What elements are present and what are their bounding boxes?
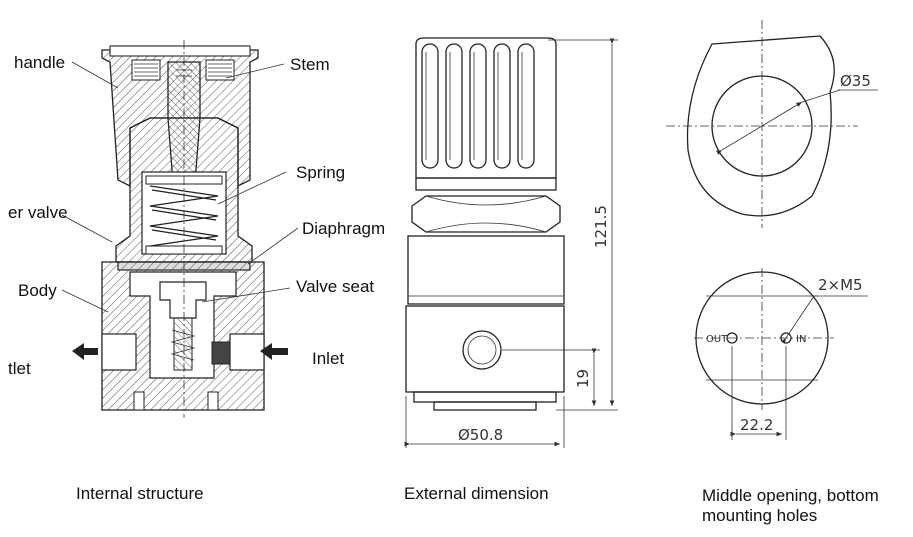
label-diaphragm: Diaphragm — [302, 219, 385, 238]
stem-thread — [131, 59, 235, 81]
base-plate — [413, 391, 557, 403]
dim-port-height: 19 — [574, 369, 592, 388]
external-view — [404, 37, 618, 448]
body-block — [405, 305, 565, 393]
label-handle: handle — [14, 53, 65, 72]
handle-top-band — [109, 45, 251, 57]
dim-opening: Ø35 — [840, 72, 871, 90]
caption-internal: Internal structure — [76, 484, 204, 503]
opening-outline — [686, 35, 835, 217]
dim-holes: 2×M5 — [818, 276, 863, 294]
hex-nut — [411, 195, 561, 233]
poppet — [173, 317, 193, 371]
inlet-arrow — [260, 343, 288, 360]
inlet-port — [229, 333, 265, 371]
outlet-arrow — [72, 343, 98, 360]
caption-external: External dimension — [404, 484, 549, 503]
label-stem: Stem — [290, 55, 330, 74]
valve-seat — [159, 281, 207, 319]
bonnet-block — [407, 235, 565, 305]
out-hole — [726, 332, 738, 344]
label-outlet: tlet — [8, 359, 31, 378]
dim-hole-spacing: 22.2 — [740, 416, 773, 434]
label-inlet: Inlet — [312, 349, 344, 368]
label-valve-seat: Valve seat — [296, 277, 374, 296]
middle-opening-view — [666, 20, 878, 228]
dim-height: 121.5 — [592, 205, 610, 248]
inlet-port-circle — [462, 330, 502, 370]
caption-middle-1: Middle opening, bottom — [702, 486, 879, 505]
caption-middle-2: mounting holes — [702, 506, 817, 525]
label-out-port: OUT — [706, 334, 728, 345]
internal-structure-section — [61, 40, 299, 418]
knob-grooves — [421, 43, 535, 169]
label-spring: Spring — [296, 163, 345, 182]
knob — [415, 37, 557, 179]
label-in-port: IN — [796, 334, 806, 345]
label-body: Body — [18, 281, 57, 300]
dim-diameter: Ø50.8 — [458, 426, 503, 444]
outlet-port — [101, 333, 137, 371]
label-upper-valve: er valve — [8, 203, 68, 222]
bottom-holes-view — [694, 268, 868, 440]
